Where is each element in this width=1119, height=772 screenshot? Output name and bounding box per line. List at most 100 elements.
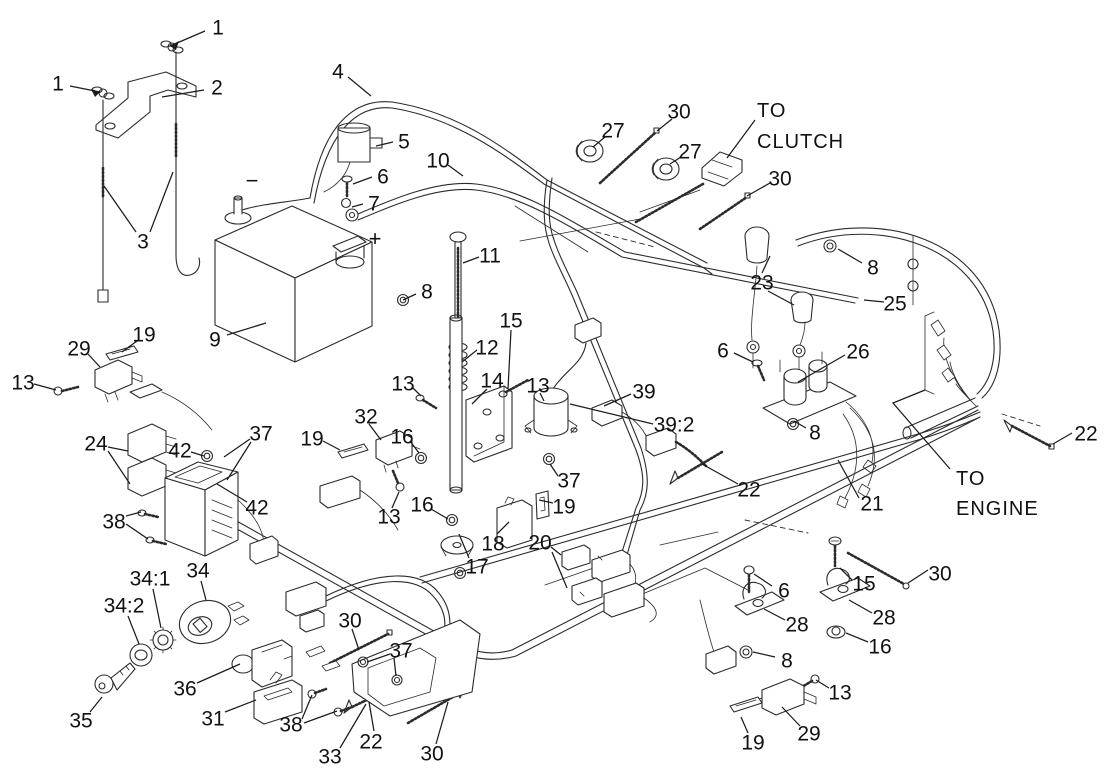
battery-polarity-plus: + (369, 226, 382, 251)
callout-2: 2 (211, 77, 223, 100)
terminal-23-group (744, 226, 919, 373)
callout-9: 9 (209, 329, 221, 352)
grommet-icon (576, 139, 604, 163)
callout-19: 19 (552, 496, 575, 519)
nut-icon (445, 513, 459, 527)
ring-terminal-icon (792, 344, 806, 358)
callout-34:1: 34:1 (130, 568, 171, 591)
switch-32 (375, 430, 413, 466)
pivot-tube (449, 317, 463, 491)
connector-icon (571, 577, 603, 606)
callout-39: 39 (632, 381, 655, 404)
screw-icon (341, 175, 353, 183)
wire-harness-linework (220, 101, 1041, 660)
connector-icon (249, 535, 279, 565)
fuse-holder (337, 127, 371, 163)
cable-clip (535, 490, 550, 520)
battery-polarity-marks: −+ (246, 168, 382, 251)
ring-terminal-icon (746, 340, 760, 354)
screw-icon (498, 390, 508, 398)
callout-16: 16 (390, 426, 413, 449)
callout-28: 28 (872, 607, 895, 630)
nut-icon (453, 566, 467, 580)
bundle-bracket (924, 311, 935, 395)
solenoid-base (762, 381, 857, 425)
callout-17: 17 (465, 556, 488, 579)
wire-22 (1010, 424, 1052, 448)
callout-42: 42 (245, 497, 268, 520)
callout-1: 1 (52, 73, 64, 96)
pivot-bracket (465, 385, 513, 463)
sensor-39-group (524, 317, 708, 468)
control-module-33 (351, 619, 481, 717)
battery-polarity-minus: − (246, 168, 259, 193)
callout-13: 13 (391, 373, 414, 396)
callout-7: 7 (368, 193, 380, 216)
battery-positive-clamp (332, 235, 367, 253)
callout-31: 31 (201, 708, 224, 731)
callout-22: 22 (359, 731, 382, 754)
callout-19: 19 (741, 732, 764, 755)
bolt-head (449, 231, 467, 243)
cable-clamp-28 (819, 577, 871, 602)
callout-8: 8 (421, 281, 433, 304)
cable-clip (105, 345, 139, 361)
callout-39:2: 39:2 (654, 414, 695, 437)
connector-icon (591, 549, 631, 583)
relay-18 (496, 499, 533, 549)
nut-icon (823, 239, 837, 253)
j-bolt (175, 51, 201, 276)
clamp-cluster-group (705, 536, 871, 716)
connector-icon (285, 581, 327, 617)
hanger-bracket-group (91, 40, 201, 303)
callout-33: 33 (318, 746, 341, 769)
nut-icon (129, 643, 153, 667)
nut-icon (542, 452, 556, 466)
callout-30: 30 (667, 101, 690, 124)
bolt-icon (743, 565, 755, 575)
spade-terminal-icon (305, 645, 341, 672)
callout-11: 11 (479, 245, 501, 268)
cable-tie (698, 195, 749, 231)
clutch-connector-group (634, 151, 743, 224)
callout-30: 30 (338, 610, 361, 633)
callout-8: 8 (867, 257, 879, 280)
callout-27: 27 (601, 120, 624, 143)
callout-42: 42 (168, 440, 191, 463)
callout-1: 1 (212, 17, 224, 40)
callout-26: 26 (846, 341, 869, 364)
callout-13: 13 (11, 372, 34, 395)
callout-4: 4 (332, 61, 344, 84)
switch-32-group (319, 430, 421, 531)
callout-28: 28 (785, 614, 808, 637)
callout-25: 25 (883, 293, 906, 316)
circuit-breaker-31 (253, 679, 303, 725)
connector-icon (645, 427, 677, 457)
screw-icon (395, 482, 405, 492)
callout-14: 14 (480, 370, 504, 393)
left-switch-group (53, 345, 279, 565)
callout-27: 27 (678, 141, 701, 164)
screw-icon (810, 674, 820, 684)
solenoid-26-group (751, 351, 857, 431)
connectors-20-group (561, 544, 657, 623)
washer-icon (340, 197, 352, 209)
connector-icon (705, 645, 737, 675)
clutch-connector (701, 151, 743, 187)
relay-24 (127, 423, 167, 463)
callout-16: 16 (868, 636, 891, 659)
washer-plate (440, 535, 474, 555)
ignition-group (94, 581, 481, 725)
callout-15: 15 (852, 573, 875, 596)
nut-icon (396, 293, 410, 307)
push-switch-button (231, 654, 255, 674)
callout-30: 30 (768, 168, 791, 191)
wing-nut-icon (160, 40, 172, 48)
callout-34: 34 (186, 560, 210, 583)
callout-16: 16 (410, 494, 433, 517)
grommets-and-ties-group (328, 127, 910, 725)
cable-clamp-28 (734, 591, 785, 616)
